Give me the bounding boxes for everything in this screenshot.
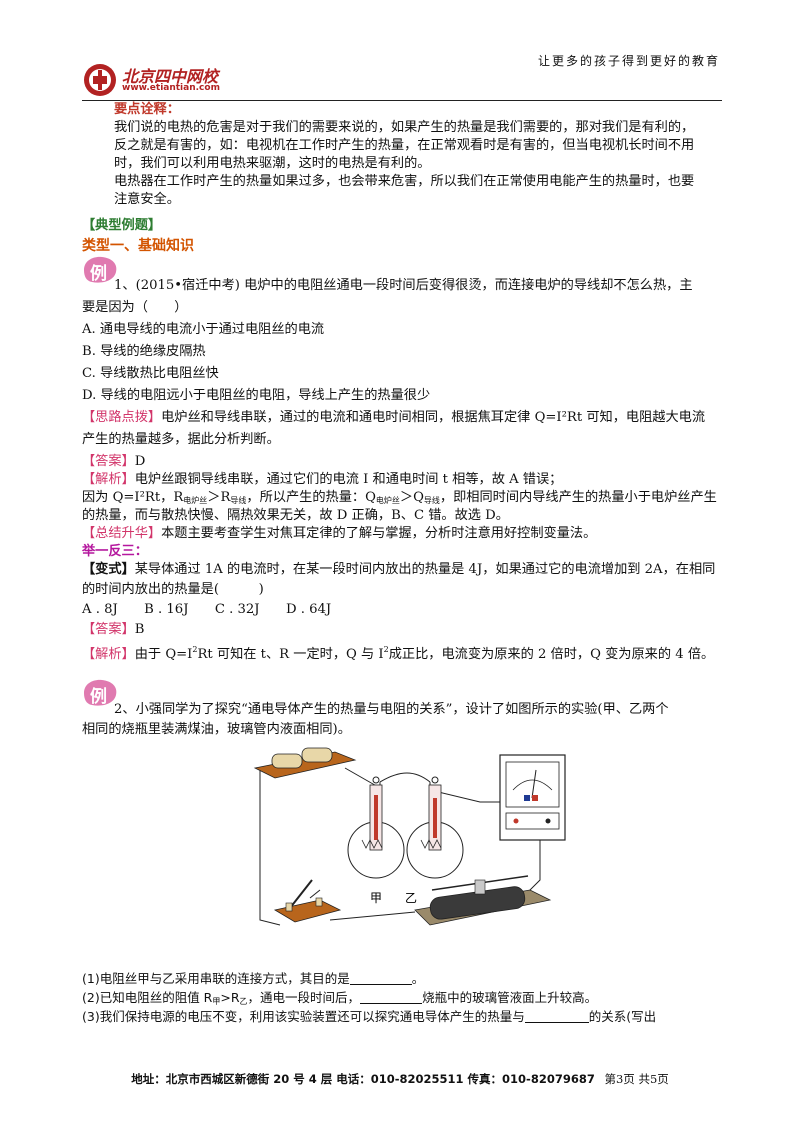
variant-answer-value: B (134, 622, 145, 637)
variant-options: A . 8J B . 16J C . 32J D . 64J (82, 602, 332, 617)
example-badge-label: 例 (90, 264, 107, 284)
rheostat (414, 875, 552, 926)
header-logo: 北京四中网校 www.etiantian.com (82, 62, 252, 98)
ex1-analysis-l2-part: ＞R (207, 490, 231, 505)
logo-emblem-icon (84, 64, 116, 96)
subscript: 导线 (230, 496, 247, 505)
ex1-analysis-l3: 的热量，而与散热快慢、隔热效果无关，故 D 正确，B、C 错。故选 D。 (82, 508, 509, 523)
ex1-hint: 【思路点拨】电炉丝和导线串联，通过的电流和通电时间相同，根据焦耳定律 Q=I²R… (82, 409, 722, 427)
switch (273, 879, 342, 923)
ex1-option-c: C. 导线散热比电阻丝快 (82, 366, 219, 381)
ex1-answer-value: D (134, 454, 146, 469)
ex2-sub2-part: (2)已知电阻丝的阻值 R (82, 990, 213, 1005)
ammeter (499, 754, 566, 841)
ex1-analysis-l2-part: ，即相同时间内导线产生的热量小于电炉丝产生 (439, 490, 717, 505)
variant-analysis-part: Rt 可知在 t、R 一定时，Q 与 I (197, 647, 384, 662)
ex2-sub2-part: 烧瓶中的玻璃管液面上升较高。 (422, 990, 598, 1005)
superscript: 2 (383, 645, 389, 654)
notes-p2-l2: 注意安全。 (114, 192, 180, 207)
variant-title: 举一反三： (82, 544, 148, 559)
ex1-analysis-tag: 【解析】 (82, 472, 135, 487)
ex1-summary: 【总结升华】本题主要考查学生对焦耳定律的了解与掌握，分析时注意用好控制变量法。 (82, 525, 722, 543)
variant-q-l1: 某导体通过 1A 的电流时，在某一段时间内放出的热量是 4J，如果通过它的电流增… (134, 562, 716, 577)
footer-page: 第3页 共5页 (604, 1072, 669, 1086)
ex1-analysis-l1-row: 【解析】电炉丝跟铜导线串联，通过它们的电流 I 和通电时间 t 相等，故 A 错… (82, 471, 722, 489)
ex1-question-l2: 要是因为（ ） (82, 300, 188, 315)
logo-text: 北京四中网校 (122, 67, 219, 86)
ex1-analysis-l1: 电炉丝跟铜导线串联，通过它们的电流 I 和通电时间 t 相等，故 A 错误； (134, 472, 563, 487)
example-badge-icon (84, 256, 117, 283)
subscript: 电炉丝 (375, 496, 400, 505)
ex2-question-l1: 2、小强同学为了探究“通电导体产生的热量与电阻的关系”，设计了如图所示的实验(甲… (114, 702, 669, 717)
ex1-hint-tag: 【思路点拨】 (82, 410, 162, 425)
example-badge-icon (84, 679, 117, 706)
ex2-sub2-part: >R (220, 990, 240, 1005)
variant-analysis-part: 成正比，电流变为原来的 2 倍时，Q 变为原来的 4 倍。 (388, 647, 715, 662)
ex1-question-l1: 1、(2015•宿迁中考) 电炉中的电阻丝通电一段时间后变得很烫，而连接电炉的导… (114, 278, 693, 293)
section-typical: 【典型例题】 (82, 218, 162, 233)
answer-blank[interactable] (524, 1010, 589, 1023)
section-type1: 类型一、基础知识 (82, 238, 194, 254)
battery-pack (253, 747, 357, 779)
footer-address: 地址：北京市西城区新德街 20 号 4 层 电话：010-82025511 传真… (131, 1072, 595, 1086)
notes-p1-l1: 我们说的电热的危害是对于我们的需要来说的，如果产生的热量是我们需要的，那对我们是… (114, 120, 695, 135)
notes-p2-l1: 电热器在工作时产生的热量如果过多，也会带来危害，所以我们在正常使用电能产生的热量… (114, 174, 695, 189)
ex2-sub2-part: ，通电一段时间后， (247, 990, 361, 1005)
answer-blank[interactable] (349, 972, 412, 985)
variant-question-l2: 的时间内放出的热量是( ) (82, 582, 264, 597)
variant-question-l1: 【变式】某导体通过 1A 的电流时，在某一段时间内放出的热量是 4J，如果通过它… (82, 561, 722, 579)
ex2-sub2: (2)已知电阻丝的阻值 R甲>R乙，通电一段时间后， 烧瓶中的玻璃管液面上升较高。 (82, 989, 722, 1011)
logo-url: www.etiantian.com (122, 83, 220, 93)
ex2-sub1: (1)电阻丝甲与乙采用串联的连接方式，其目的是 。 (82, 970, 722, 988)
answer-blank[interactable] (360, 991, 423, 1004)
ex2-sub3-part: (3)我们保持电源的电压不变，利用该实验装置还可以探究通电导体产生的热量与 (82, 1009, 525, 1024)
flask-yi (406, 776, 464, 879)
flask-jia (347, 776, 405, 879)
flask-label-jia: 甲 (370, 891, 382, 905)
example-badge-1: 例 (80, 254, 120, 286)
ex2-sub3-part: 的关系(写出 (588, 1009, 657, 1024)
ex1-option-b: B. 导线的绝缘皮隔热 (82, 344, 206, 359)
ex1-option-a: A. 通电导线的电流小于通过电阻丝的电流 (82, 322, 325, 337)
example-badge-2: 例 (80, 677, 120, 709)
variant-answer-tag: 【答案】 (82, 622, 135, 637)
ex1-summary-tag: 【总结升华】 (82, 526, 162, 541)
circuit-figure: 甲 乙 (253, 747, 566, 926)
subscript: 乙 (239, 997, 248, 1006)
flask-label-yi: 乙 (405, 891, 417, 905)
variant-analysis: 【解析】由于 Q=I2Rt 可知在 t、R 一定时，Q 与 I2成正比，电流变为… (82, 641, 722, 664)
page-footer: 地址：北京市西城区新德街 20 号 4 层 电话：010-82025511 传真… (0, 1071, 800, 1087)
variant-analysis-part: 由于 Q=I (134, 647, 193, 662)
variant-analysis-tag: 【解析】 (82, 647, 135, 662)
subscript: 电炉丝 (183, 496, 208, 505)
notes-title: 要点诠释： (114, 102, 180, 117)
ex1-analysis-l2-part: ＞Q (399, 490, 424, 505)
ex1-analysis-l2: 因为 Q=I²Rt，R电炉丝＞R导线，所以产生的热量：Q电炉丝＞Q导线，即相同时… (82, 489, 722, 510)
variant-answer: 【答案】B (82, 621, 722, 639)
superscript: 2 (192, 645, 198, 654)
ex1-option-d: D. 导线的电阻远小于电阻丝的电阻，导线上产生的热量很少 (82, 388, 431, 403)
subscript: 甲 (212, 997, 221, 1006)
ex1-analysis-l2-part: ，所以产生的热量：Q (246, 490, 376, 505)
header-slogan: 让更多的孩子得到更好的教育 (537, 54, 720, 68)
ex2-sub1-text: (1)电阻丝甲与乙采用串联的连接方式，其目的是 (82, 971, 350, 986)
ex2-sub1-end: 。 (411, 971, 425, 986)
example-badge-label: 例 (90, 687, 107, 707)
subscript: 导线 (423, 496, 440, 505)
ex1-summary-text: 本题主要考查学生对焦耳定律的了解与掌握，分析时注意用好控制变量法。 (161, 526, 597, 541)
ex1-hint-l1: 电炉丝和导线串联，通过的电流和通电时间相同，根据焦耳定律 Q=I²Rt 可知，电… (161, 410, 706, 425)
ex2-question-l2: 相同的烧瓶里装满煤油，玻璃管内液面相同)。 (82, 722, 351, 737)
ex1-hint-l2: 产生的热量越多，据此分析判断。 (82, 432, 280, 447)
variant-tag: 【变式】 (82, 562, 135, 577)
notes-p1-l3: 时，我们可以利用电热来驱潮，这时的电热是有利的。 (114, 156, 431, 171)
notes-p1-l2: 反之就是有害的，如：电视机在工作时产生的热量，在正常观看时是有害的，但当电视机长… (114, 138, 695, 153)
header-divider (82, 100, 722, 101)
ex1-answer: 【答案】D (82, 453, 722, 471)
ex2-sub3: (3)我们保持电源的电压不变，利用该实验装置还可以探究通电导体产生的热量与 的关系… (82, 1008, 722, 1026)
ex1-answer-tag: 【答案】 (82, 454, 135, 469)
ex1-analysis-l2-part: 因为 Q=I²Rt，R (82, 490, 184, 505)
